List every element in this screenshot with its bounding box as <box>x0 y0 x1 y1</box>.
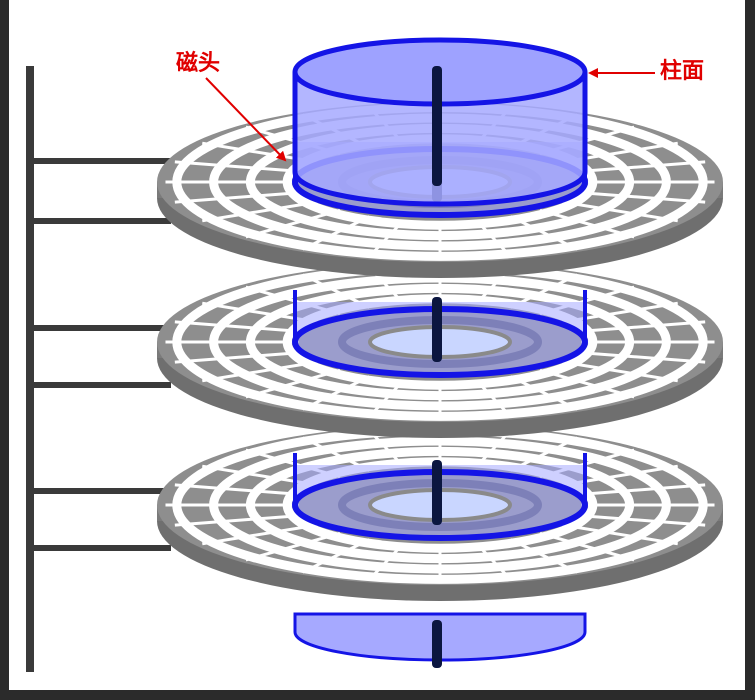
head-arm-icon <box>26 66 294 672</box>
head-label: 磁头 <box>176 50 220 76</box>
spindle-icon <box>432 620 442 668</box>
cylinder-bottom-stub <box>293 612 587 668</box>
diagram-canvas: 磁头 柱面 <box>9 0 745 690</box>
arm-branch <box>26 325 294 331</box>
arm-branch <box>26 382 171 388</box>
disk-platter-icon <box>157 262 723 438</box>
arm-vertical-post <box>26 66 34 672</box>
cylinder-top <box>292 37 588 207</box>
annotations: 磁头 柱面 <box>176 50 704 162</box>
cylinder-label: 柱面 <box>660 59 704 84</box>
arm-branch <box>26 488 294 494</box>
arm-branch <box>26 158 294 164</box>
disk-platter-icon <box>157 425 723 601</box>
arm-branch <box>26 218 171 224</box>
spindle-icon <box>432 460 442 525</box>
spindle-icon <box>432 297 442 362</box>
head-pointer-arrow <box>205 77 287 162</box>
spindle-icon <box>432 66 442 186</box>
arm-branch <box>26 545 171 551</box>
hard-disk-diagram: 磁头 柱面 <box>26 37 723 672</box>
